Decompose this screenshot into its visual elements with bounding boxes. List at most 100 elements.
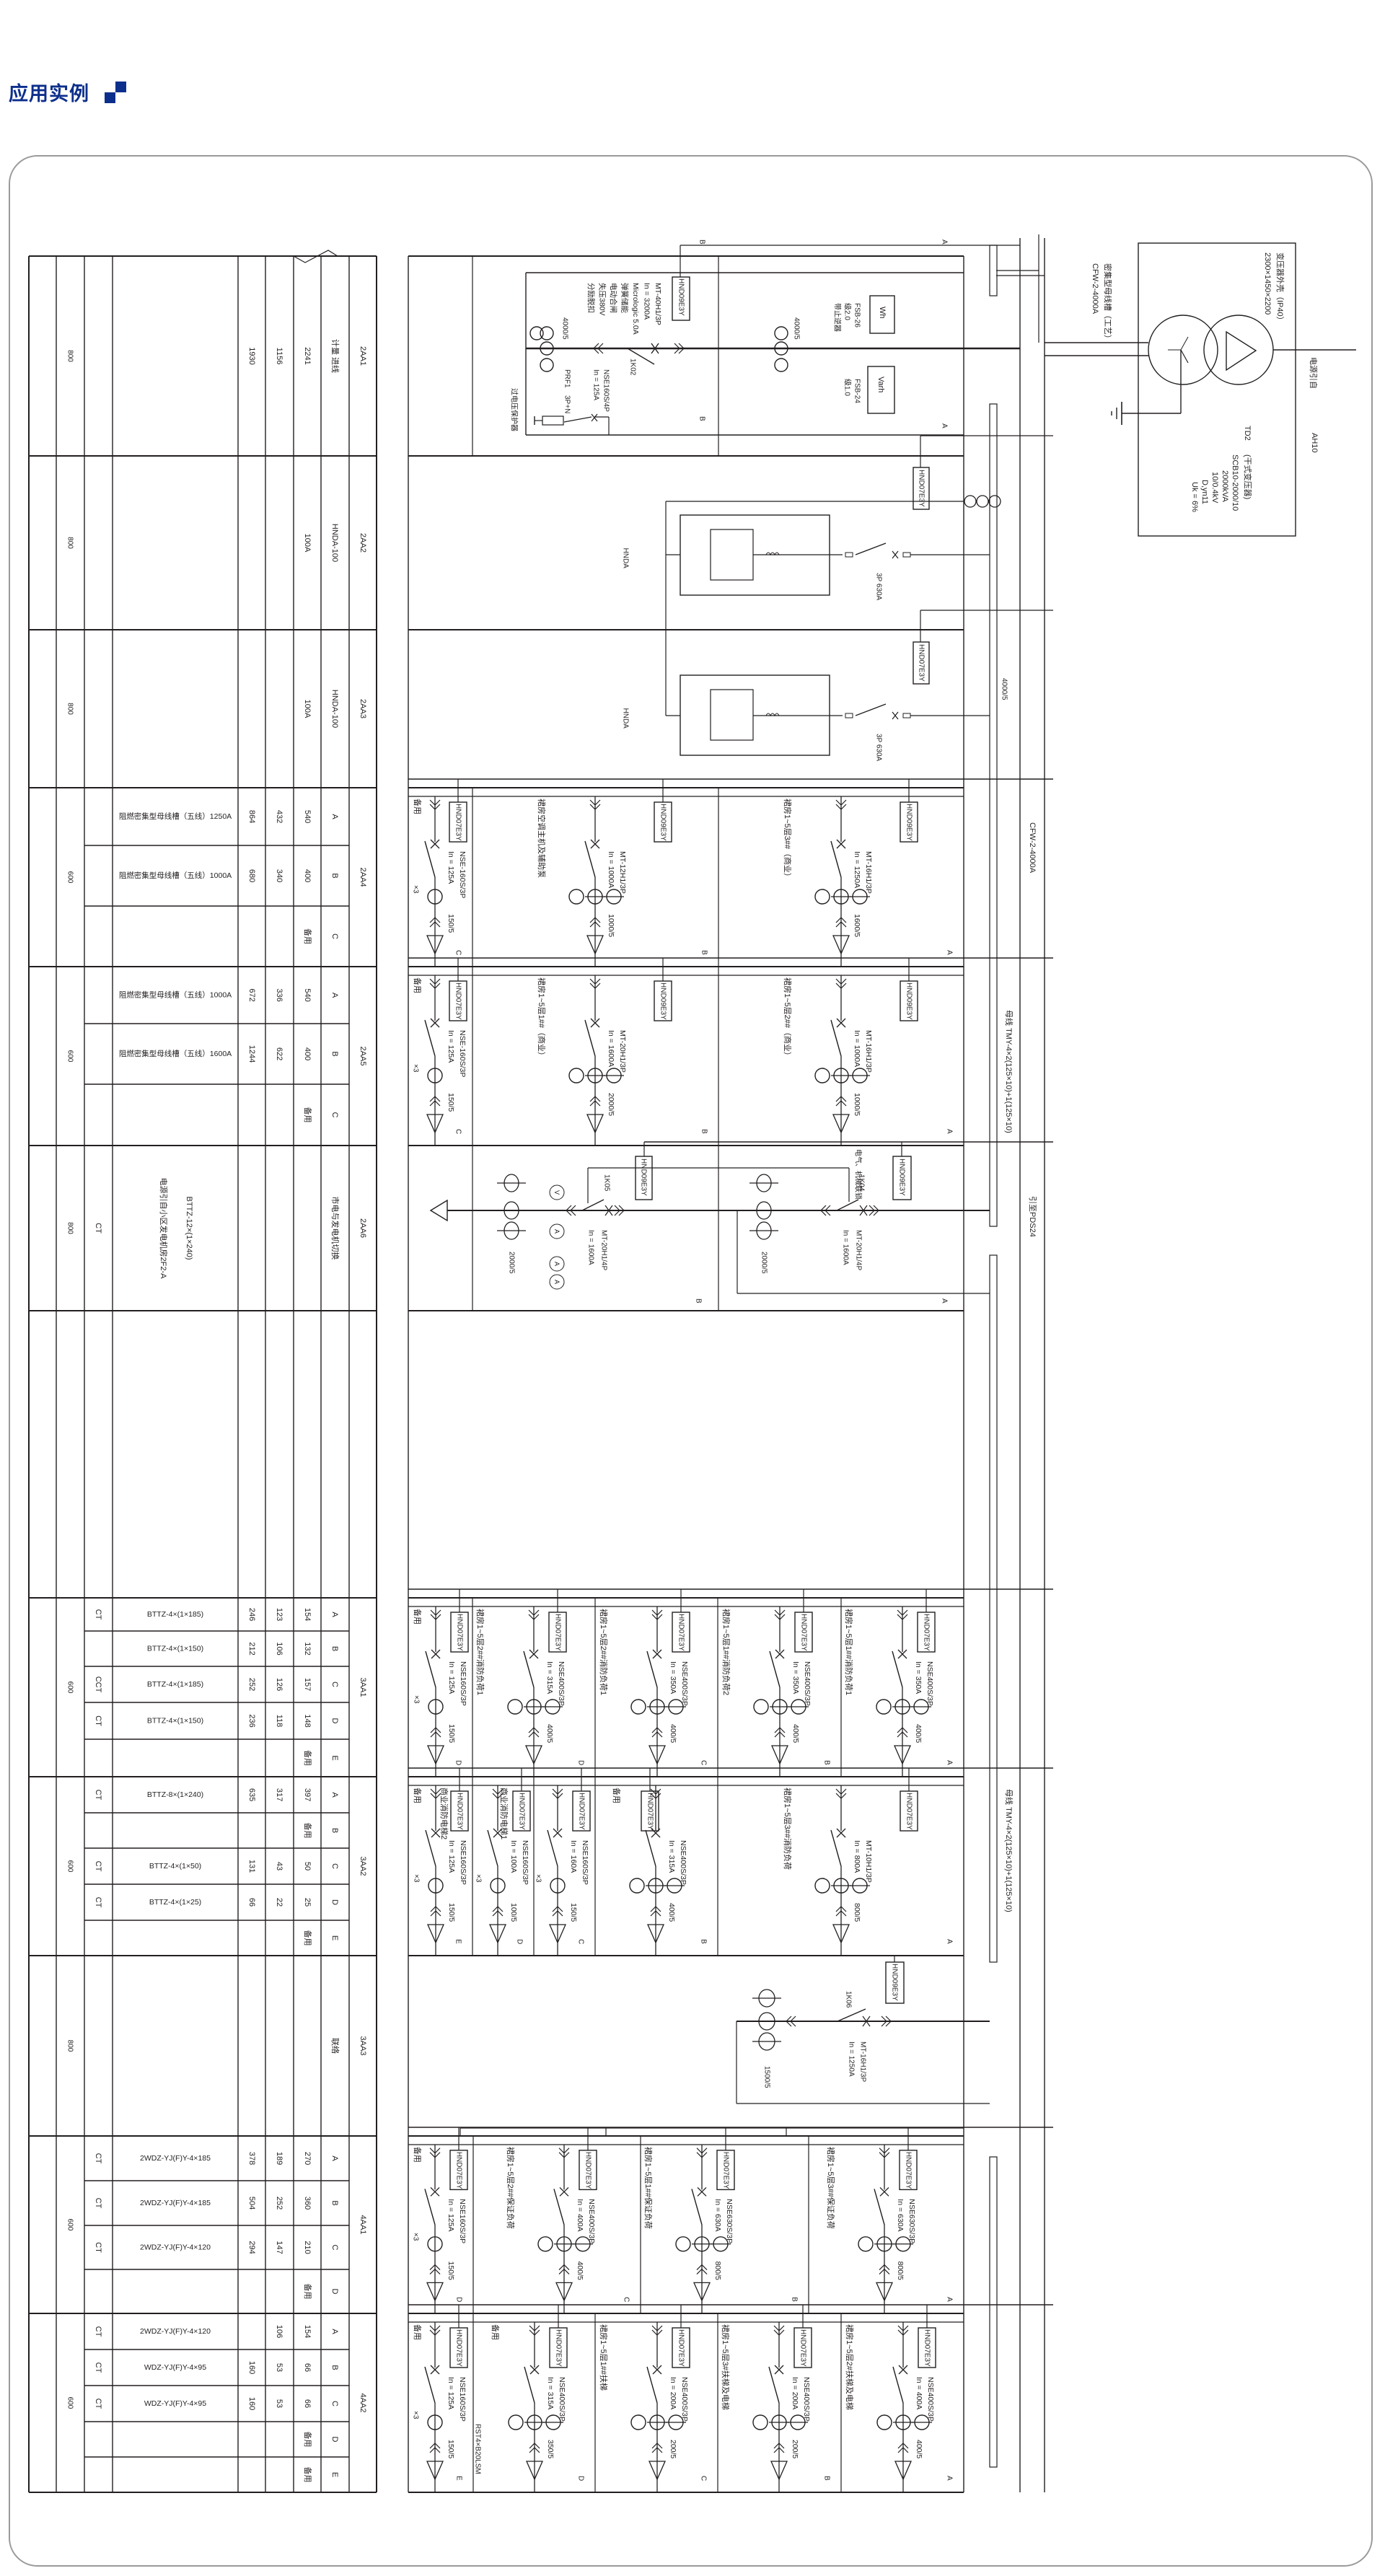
withdrawable-contact-icon bbox=[774, 1614, 786, 1620]
ammeter-icon bbox=[549, 1256, 565, 1272]
breaker-rating: In = 350A bbox=[669, 1661, 677, 1694]
panel-width: 600 bbox=[66, 1682, 74, 1694]
breaker-id: 1K06 bbox=[845, 1991, 853, 2008]
withdrawable-contact-icon bbox=[773, 2329, 785, 2336]
withdrawable-contact-icon bbox=[529, 2325, 540, 2331]
withdrawable-contact-icon bbox=[897, 1731, 908, 1738]
breaker-rating: In = 630A bbox=[713, 2199, 722, 2231]
breaker-rating: 3P 630A bbox=[875, 734, 883, 762]
circuit-letter: B bbox=[791, 2297, 799, 2302]
value-cell: 540 bbox=[303, 810, 312, 823]
meter-box-label: HND07E3Y bbox=[454, 983, 462, 1020]
value-cell: 66 bbox=[247, 1898, 256, 1907]
withdrawable-contact-icon bbox=[429, 2268, 441, 2274]
withdrawable-contact-icon bbox=[879, 2148, 890, 2154]
breaker-spec: 弹簧储能 bbox=[620, 283, 630, 313]
meter-box-label: HND09E3Y bbox=[659, 804, 667, 841]
breaker-rating: In = 800A bbox=[853, 1840, 861, 1873]
circuit-cell: A bbox=[330, 1792, 339, 1798]
meter-box-label: HND07E3Y bbox=[923, 2329, 931, 2367]
breaker-switch bbox=[424, 840, 436, 878]
breaker-spec: 电动合闸 bbox=[609, 283, 618, 313]
breaker-rating: In = 1250A bbox=[853, 851, 861, 888]
withdrawable-contact-icon bbox=[430, 1727, 441, 1733]
withdrawable-contact-icon bbox=[650, 1910, 661, 1917]
breaker-rating: In = 125A bbox=[447, 2377, 455, 2409]
cable-end-icon bbox=[426, 2282, 444, 2302]
value-cell: 154 bbox=[303, 1608, 312, 1621]
withdrawable-contact-icon bbox=[881, 2015, 887, 2027]
withdrawable-contact-icon bbox=[552, 1910, 563, 1917]
transformer-winding-icon bbox=[1148, 315, 1218, 385]
cable-end-icon bbox=[427, 1924, 444, 1944]
value-cell: 336 bbox=[275, 988, 283, 1001]
ct-icon bbox=[774, 341, 788, 356]
withdrawable-contact-icon bbox=[879, 2268, 890, 2274]
ct-icon bbox=[814, 889, 830, 905]
ct-icon bbox=[774, 326, 788, 340]
hnda-label: HNDA bbox=[622, 548, 630, 569]
cable-end-icon bbox=[832, 935, 850, 955]
ct-cell: CT bbox=[94, 2326, 102, 2337]
value-cell: 106 bbox=[275, 1642, 283, 1655]
withdrawable-contact-icon bbox=[566, 1205, 572, 1216]
circuit-letter: D bbox=[455, 2297, 463, 2302]
value-cell: 100A bbox=[303, 700, 312, 718]
breaker-switch bbox=[547, 1829, 558, 1867]
meter-box-label: HND07E3Y bbox=[800, 1614, 808, 1651]
ct-ratio: 800/5 bbox=[896, 2261, 905, 2280]
ammeter-label: A bbox=[553, 1229, 560, 1234]
withdrawable-contact-icon bbox=[429, 917, 441, 923]
breaker-model: NSE630S/3P bbox=[725, 2199, 734, 2243]
meter-box-label: HND07E3Y bbox=[455, 2152, 463, 2189]
ct-multiplier: ×3 bbox=[412, 885, 420, 894]
cable-cell: BTTZ-12×(1×240) bbox=[185, 1196, 193, 1260]
ct-icon bbox=[752, 2414, 768, 2430]
breaker-x-icon bbox=[529, 1649, 539, 1659]
load-name: 备用 bbox=[413, 799, 423, 814]
ct-ratio: 400/5 bbox=[914, 1724, 923, 1743]
section-label: B bbox=[695, 1298, 703, 1304]
breaker-rating: In = 350A bbox=[791, 1661, 800, 1694]
cable-end-icon bbox=[876, 2282, 893, 2302]
breaker-id: 1K05 bbox=[603, 1174, 611, 1192]
breaker-model: NSE-160S/3P bbox=[458, 1030, 467, 1077]
ct-ratio: 150/5 bbox=[569, 1903, 578, 1922]
withdrawable-contact-icon bbox=[835, 983, 847, 989]
withdrawable-contact-icon bbox=[529, 2447, 540, 2453]
section-label: B bbox=[698, 239, 706, 245]
breaker-model: MT-20H1/4P bbox=[855, 1230, 863, 1270]
value-cell: 43 bbox=[275, 1862, 283, 1871]
ct-ratio: 150/5 bbox=[447, 1093, 455, 1112]
ct-ratio: 150/5 bbox=[447, 1724, 456, 1743]
value-cell: 160 bbox=[247, 2361, 256, 2374]
meter-box-label: HND07E3Y bbox=[555, 2329, 563, 2367]
value-cell: 备用 bbox=[303, 928, 313, 944]
ct-ratio: 400/5 bbox=[576, 2261, 584, 2280]
withdrawable-contact-icon bbox=[429, 983, 441, 989]
ct-icon bbox=[428, 1878, 444, 1894]
circuit-letter: C bbox=[623, 2297, 630, 2302]
meter-model: FSB-26 bbox=[853, 303, 861, 328]
ct-ratio: 150/5 bbox=[447, 1903, 456, 1922]
breaker-model: NSE160S/3P bbox=[458, 2377, 467, 2422]
value-cell: 147 bbox=[275, 2241, 283, 2254]
breaker-model: MT-16H1/3P bbox=[859, 2041, 867, 2082]
withdrawable-contact-icon bbox=[529, 2443, 540, 2449]
circuit-cell: D bbox=[330, 2289, 339, 2295]
circuit-cell: 联络 bbox=[330, 2038, 340, 2054]
load-name: 裙房1~5层1##（商业） bbox=[537, 977, 547, 1060]
breaker-switch bbox=[523, 1650, 535, 1688]
hnda-label: HNDA bbox=[622, 708, 630, 729]
value-cell: 504 bbox=[247, 2197, 256, 2210]
panel-width: 600 bbox=[66, 1050, 74, 1063]
breaker-switch bbox=[892, 2366, 904, 2404]
meter-box bbox=[635, 1156, 653, 1200]
circuit-cell: C bbox=[330, 2401, 339, 2406]
ct-ratio: 400/5 bbox=[667, 1903, 676, 1922]
withdrawable-contact-icon bbox=[885, 2015, 892, 2027]
value-cell: 400 bbox=[303, 1047, 312, 1060]
ct-icon bbox=[550, 1878, 566, 1894]
withdrawable-contact-icon bbox=[430, 1793, 441, 1799]
withdrawable-contact-icon bbox=[696, 2152, 708, 2158]
